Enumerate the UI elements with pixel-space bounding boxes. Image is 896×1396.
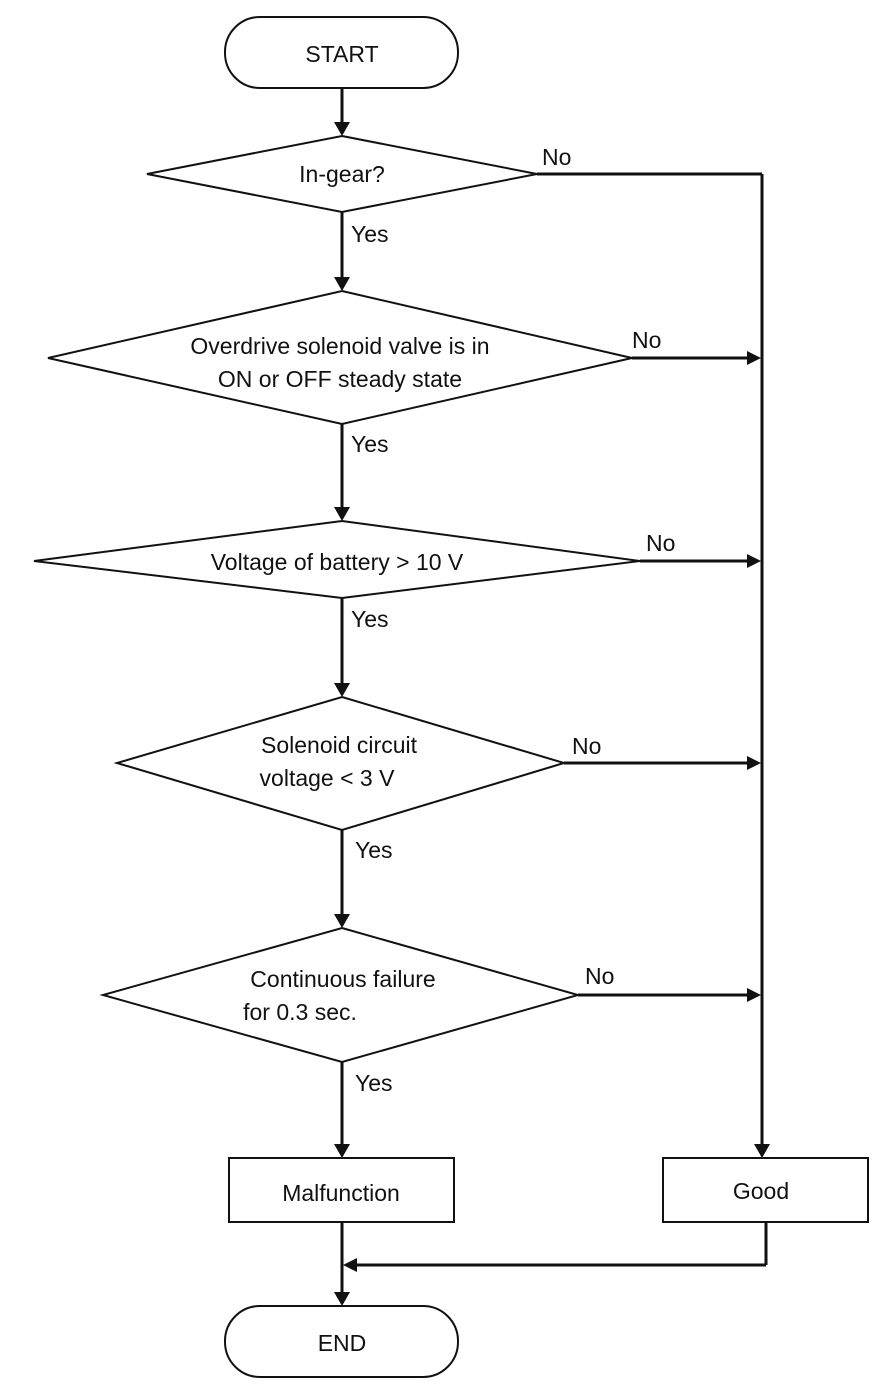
arrowhead-good-merge [343, 1258, 357, 1272]
decision-solenoid-steady-state [47, 289, 633, 426]
good-box [662, 1157, 869, 1223]
arrowhead-d2-no [747, 351, 761, 365]
decision-continuous-failure [99, 926, 582, 1064]
no-label-d5: No [585, 963, 614, 989]
decision-battery-voltage [33, 519, 641, 600]
arrowhead-d2 [334, 277, 350, 291]
end-label: END [318, 1330, 367, 1356]
arrowhead-d4-no [747, 756, 761, 770]
decision-continuous-failure-line2: for 0.3 sec. [243, 999, 357, 1025]
connectors [334, 88, 770, 1306]
start-terminal [224, 16, 459, 89]
start-label: START [305, 41, 378, 67]
no-label-d2: No [632, 327, 661, 353]
decision-in-gear-text: In-gear? [299, 161, 385, 187]
arrowhead-malfunction [334, 1144, 350, 1158]
arrowhead-d1 [334, 122, 350, 136]
no-label-d1: No [542, 144, 571, 170]
arrowhead-d5 [334, 914, 350, 928]
decision-battery-voltage-text: Voltage of battery > 10 V [211, 549, 464, 575]
no-label-d4: No [572, 733, 601, 759]
decision-in-gear [146, 134, 538, 214]
decision-solenoid-circuit-voltage [113, 695, 568, 832]
arrowhead-d3 [334, 507, 350, 521]
good-label: Good [733, 1178, 789, 1204]
no-label-d3: No [646, 530, 675, 556]
malfunction-label: Malfunction [282, 1180, 400, 1206]
yes-label-d5: Yes [355, 1070, 393, 1096]
yes-label-d2: Yes [351, 431, 389, 457]
arrowhead-d5-no [747, 988, 761, 1002]
arrowhead-d3-no [747, 554, 761, 568]
yes-label-d1: Yes [351, 221, 389, 247]
yes-label-d4: Yes [355, 837, 393, 863]
yes-label-d3: Yes [351, 606, 389, 632]
arrowhead-d4 [334, 683, 350, 697]
decision-solenoid-circuit-voltage-line1: Solenoid circuit [261, 732, 418, 758]
decision-solenoid-steady-state-line1: Overdrive solenoid valve is in [190, 333, 489, 359]
end-terminal [224, 1305, 459, 1378]
decision-continuous-failure-line1: Continuous failure [250, 966, 435, 992]
arrowhead-good [754, 1144, 770, 1158]
arrowhead-end [334, 1292, 350, 1306]
malfunction-box [228, 1157, 455, 1223]
decision-solenoid-circuit-voltage-line2: voltage < 3 V [260, 765, 396, 791]
decision-solenoid-steady-state-line2: ON or OFF steady state [218, 366, 462, 392]
